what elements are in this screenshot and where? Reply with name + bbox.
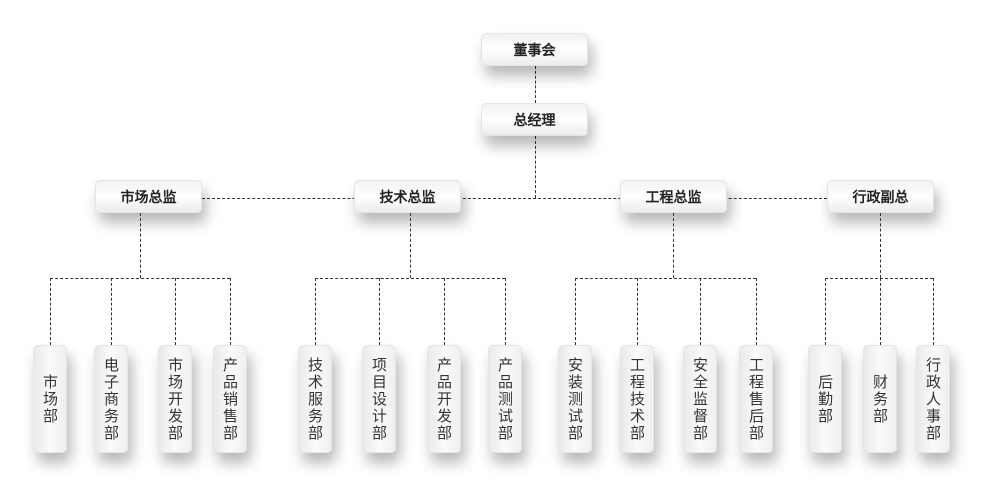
connector-line: [50, 278, 51, 345]
node-general-manager: 总经理: [481, 103, 588, 136]
connector-line: [880, 213, 881, 278]
connector-line: [50, 278, 230, 279]
connector-line: [637, 278, 638, 345]
connector-line: [202, 198, 827, 199]
node-division: 市场总监: [95, 180, 202, 213]
connector-line: [175, 278, 176, 345]
connector-line: [410, 213, 411, 278]
connector-line: [230, 278, 231, 345]
node-department: 后勤部: [808, 345, 842, 453]
node-department: 工程技术部: [620, 345, 654, 453]
node-department: 项目设计部: [362, 345, 396, 453]
node-department: 行政人事部: [916, 345, 950, 453]
node-department: 安装测试部: [558, 345, 592, 453]
node-department: 市场开发部: [158, 345, 192, 453]
connector-line: [535, 66, 536, 103]
connector-line: [315, 278, 505, 279]
node-department: 产品开发部: [427, 345, 461, 453]
node-board: 董事会: [481, 33, 588, 66]
node-department: 产品测试部: [488, 345, 522, 453]
connector-line: [535, 136, 536, 198]
connector-line: [379, 278, 380, 345]
connector-line: [825, 278, 826, 345]
node-department: 技术服务部: [298, 345, 332, 453]
connector-line: [505, 278, 506, 345]
node-division: 行政副总: [827, 180, 934, 213]
node-division: 技术总监: [354, 180, 461, 213]
node-department: 市场部: [33, 345, 67, 453]
connector-line: [933, 278, 934, 345]
connector-line: [825, 278, 933, 279]
connector-line: [880, 278, 881, 345]
connector-line: [575, 278, 756, 279]
node-department: 电子商务部: [94, 345, 128, 453]
node-division: 工程总监: [620, 180, 727, 213]
connector-line: [673, 213, 674, 278]
connector-line: [315, 278, 316, 345]
connector-line: [140, 213, 141, 278]
node-department: 财务部: [863, 345, 897, 453]
connector-line: [756, 278, 757, 345]
node-department: 产品销售部: [213, 345, 247, 453]
connector-line: [575, 278, 576, 345]
node-department: 工程售后部: [739, 345, 773, 453]
connector-line: [111, 278, 112, 345]
node-department: 安全监督部: [683, 345, 717, 453]
connector-line: [444, 278, 445, 345]
connector-line: [700, 278, 701, 345]
